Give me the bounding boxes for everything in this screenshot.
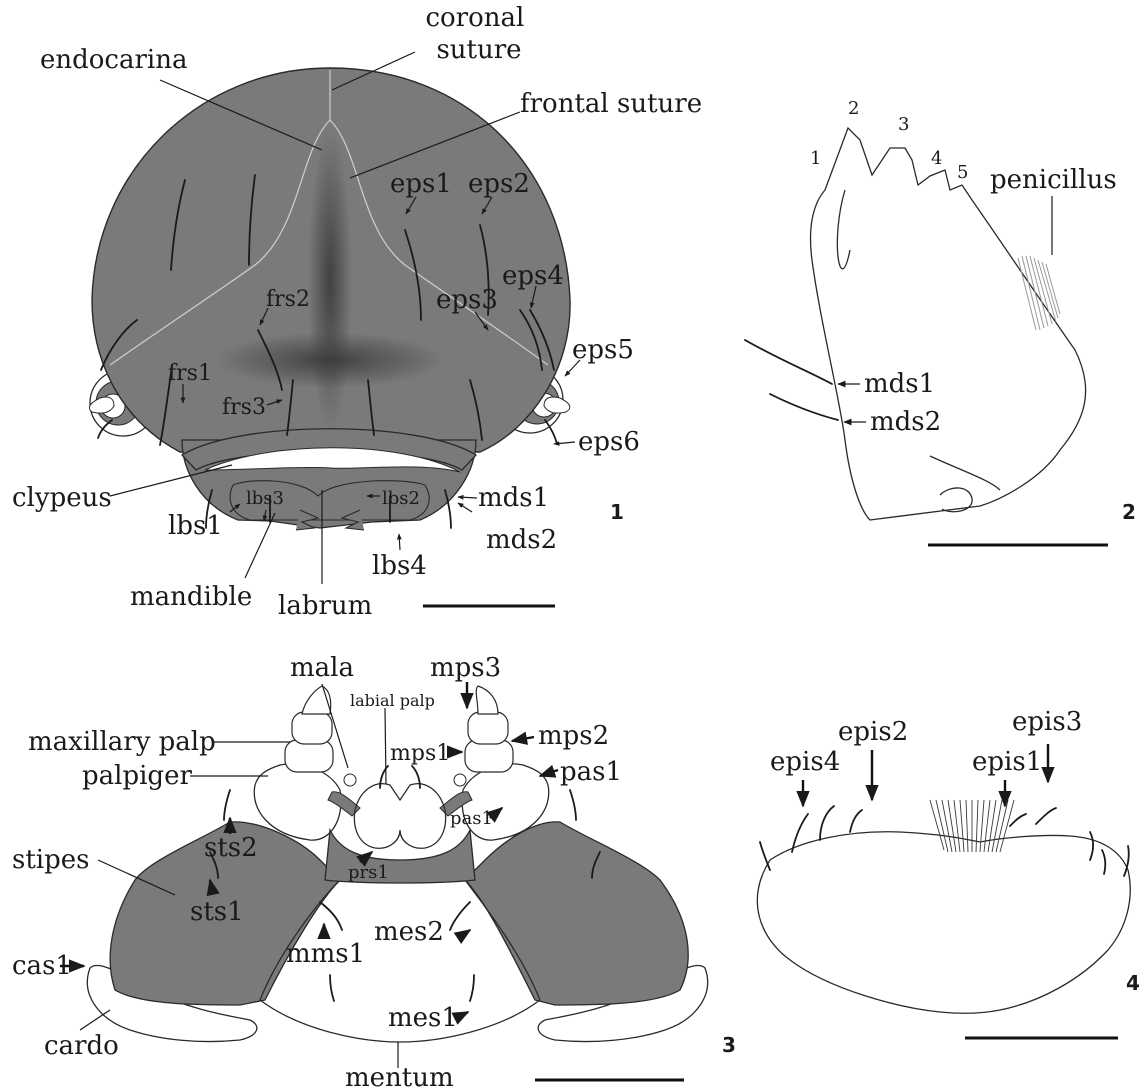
figure4-number: 4 bbox=[1126, 971, 1140, 995]
penicillus-label: penicillus bbox=[990, 165, 1117, 195]
figure3-number: 3 bbox=[722, 1033, 736, 1057]
frs3-label: frs3 bbox=[222, 395, 266, 420]
mes2-label: mes2 bbox=[374, 917, 444, 947]
clypeus-label: clypeus bbox=[12, 483, 112, 513]
lbs1-label: lbs1 bbox=[168, 511, 223, 541]
mds2-label-fig2: mds2 bbox=[870, 407, 941, 437]
eps5-label: eps5 bbox=[572, 335, 634, 365]
epis1-label: epis1 bbox=[972, 747, 1042, 777]
mala-label: mala bbox=[290, 653, 354, 683]
epipharynx-bristles bbox=[930, 800, 1014, 852]
labial-palps bbox=[354, 784, 445, 849]
labial-palp-label: labial palp bbox=[350, 691, 435, 710]
mandible-label: mandible bbox=[130, 582, 252, 612]
mds1-seta bbox=[745, 340, 832, 384]
cas1-label: cas1 bbox=[12, 951, 72, 981]
right-maxillary-palp bbox=[465, 686, 513, 772]
pas1-inner-label: pas1 bbox=[450, 808, 493, 829]
palpiger-label: palpiger bbox=[82, 761, 192, 791]
left-mala-tip bbox=[344, 774, 356, 786]
eps2-label: eps2 bbox=[468, 169, 530, 199]
labrum-label: labrum bbox=[278, 591, 372, 621]
epis4-label: epis4 bbox=[770, 747, 840, 777]
coronal-suture-label: coronal suture bbox=[425, 3, 532, 65]
mps3-label: mps3 bbox=[430, 653, 501, 683]
endocarina-stipple-horizontal bbox=[215, 332, 445, 388]
cardo-label: cardo bbox=[44, 1031, 119, 1061]
mentum-label: mentum bbox=[345, 1063, 454, 1092]
mandible-inner-ridge bbox=[930, 456, 1000, 490]
lbs4-label: lbs4 bbox=[372, 551, 427, 581]
endocarina-label: endocarina bbox=[40, 45, 187, 75]
mola bbox=[940, 488, 972, 512]
mds2-seta bbox=[770, 394, 838, 420]
eps3-label: eps3 bbox=[436, 285, 498, 315]
frs2-label: frs2 bbox=[266, 287, 310, 312]
tooth-label-1: 1 bbox=[810, 148, 821, 169]
eps6-label: eps6 bbox=[578, 427, 640, 457]
figure2-mandible: 1 2 3 4 5 penicillus mds1 mds2 2 bbox=[745, 98, 1136, 545]
right-stipes bbox=[465, 822, 688, 1005]
eps4-label: eps4 bbox=[502, 261, 564, 291]
frontal-suture-label: frontal suture bbox=[520, 89, 702, 119]
figure2-number: 2 bbox=[1122, 500, 1136, 524]
mes1-label: mes1 bbox=[388, 1003, 458, 1033]
frs1-label: frs1 bbox=[168, 361, 212, 386]
mds1-label-fig2: mds1 bbox=[864, 369, 935, 399]
tooth-label-3: 3 bbox=[898, 114, 909, 135]
figure1-number: 1 bbox=[610, 500, 624, 524]
tooth-label-4: 4 bbox=[931, 148, 942, 169]
stipes-label: stipes bbox=[12, 845, 89, 875]
sts1-label: sts1 bbox=[190, 897, 244, 927]
mps2-label: mps2 bbox=[538, 721, 609, 751]
left-maxillary-palp bbox=[285, 686, 333, 772]
pas1-outer-label: pas1 bbox=[560, 757, 622, 787]
epis2-label: epis2 bbox=[838, 717, 908, 747]
figure3-maxillolabial: mala mps3 labial palp maxillary palp mps… bbox=[12, 653, 736, 1092]
mds1-label-fig1: mds1 bbox=[478, 483, 549, 513]
maxillary-palp-label: maxillary palp bbox=[28, 727, 216, 757]
mds2-label-fig1: mds2 bbox=[486, 525, 557, 555]
mps1-label: mps1 bbox=[390, 741, 450, 766]
tooth1-ridge bbox=[837, 190, 850, 269]
prs1-label: prs1 bbox=[348, 862, 389, 883]
sts2-label: sts2 bbox=[204, 833, 258, 863]
eps1-label: eps1 bbox=[390, 169, 452, 199]
lbs2-label: lbs2 bbox=[382, 488, 420, 509]
tooth-label-2: 2 bbox=[848, 98, 859, 119]
tooth-label-5: 5 bbox=[957, 162, 968, 183]
right-mala-tip bbox=[454, 774, 466, 786]
mms1-label: mms1 bbox=[286, 939, 365, 969]
epipharynx-outline bbox=[757, 832, 1130, 1014]
figure1-head: coronal suture endocarina frontal suture… bbox=[12, 3, 702, 621]
lbs3-label: lbs3 bbox=[246, 488, 284, 509]
epis3-label: epis3 bbox=[1012, 707, 1082, 737]
figure4-epipharynx: epis4 epis2 epis1 epis3 4 bbox=[757, 707, 1140, 1038]
